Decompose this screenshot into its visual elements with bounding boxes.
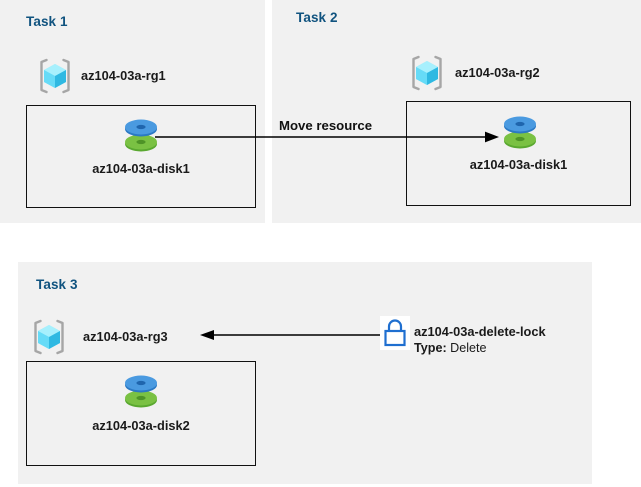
resource-group-cube-icon [36, 57, 74, 95]
task-1-title: Task 1 [26, 14, 68, 29]
task-3-resource-label: az104-03a-disk2 [92, 418, 190, 433]
resource-group-3-label: az104-03a-rg3 [83, 329, 168, 344]
task-2-title: Task 2 [296, 10, 338, 25]
resource-group-cube-icon [30, 318, 68, 356]
delete-lock-name: az104-03a-delete-lock [414, 324, 546, 339]
managed-disk-icon [118, 113, 164, 157]
delete-lock-type-line: Type: Delete [414, 340, 546, 356]
managed-disk-icon [497, 110, 543, 154]
task-2-resource-label: az104-03a-disk1 [469, 157, 568, 172]
task-1-resource-label: az104-03a-disk1 [92, 161, 190, 176]
managed-disk-icon [118, 369, 164, 413]
resource-group-cube-icon [408, 54, 446, 92]
resource-group-1-label: az104-03a-rg1 [81, 68, 166, 83]
padlock-icon [380, 316, 410, 350]
task-3-title: Task 3 [36, 277, 78, 292]
delete-lock-label-group: az104-03a-delete-lock Type: Delete [414, 324, 546, 356]
move-resource-label: Move resource [279, 118, 373, 133]
delete-lock-type-key: Type: [414, 341, 447, 355]
delete-lock-type-value: Delete [450, 341, 487, 355]
resource-group-2-label: az104-03a-rg2 [455, 65, 540, 80]
